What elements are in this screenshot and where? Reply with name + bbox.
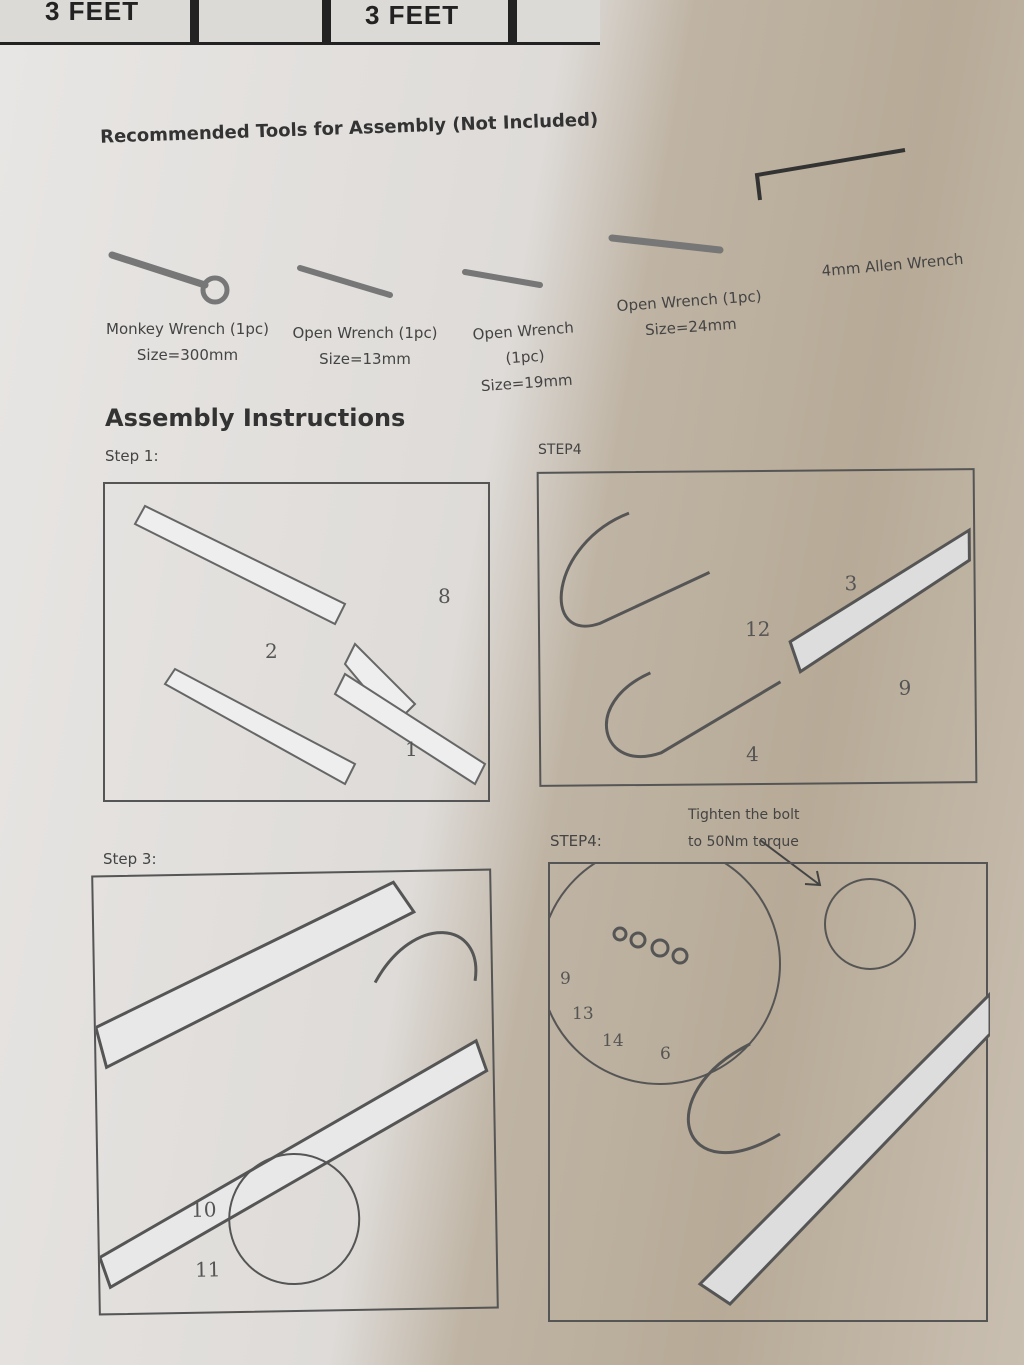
part-number: 6 bbox=[660, 1044, 671, 1064]
step-label: STEP4 bbox=[538, 442, 582, 458]
torque-note: Tighten the bolt to 50Nm torque bbox=[688, 802, 799, 856]
ruler-tick bbox=[190, 0, 199, 42]
ruler-tick bbox=[322, 0, 331, 42]
allen-wrench-icon bbox=[754, 148, 906, 201]
assembly-heading: Assembly Instructions bbox=[105, 404, 406, 432]
part-number: 2 bbox=[265, 639, 278, 663]
step1-diagram: 2 8 1 bbox=[103, 482, 490, 802]
note-line: to 50Nm torque bbox=[688, 834, 799, 850]
ruler-label: 3 FEET bbox=[365, 0, 460, 30]
note-line: Tighten the bolt bbox=[688, 807, 800, 823]
tool-name: Monkey Wrench (1pc) bbox=[106, 320, 269, 338]
part-number: 13 bbox=[572, 1004, 594, 1024]
step4-diagram: 3 12 9 4 bbox=[536, 468, 978, 787]
measurement-ruler: 3 FEET 3 FEET bbox=[0, 0, 600, 45]
step-label: Step 1: bbox=[105, 447, 159, 465]
part-number: 14 bbox=[602, 1031, 624, 1051]
open-wrench-icon bbox=[608, 234, 724, 254]
tool-size: Size=300mm bbox=[136, 346, 239, 364]
tool-item: Monkey Wrench (1pc) Size=300mm bbox=[100, 316, 275, 368]
open-wrench-icon bbox=[297, 265, 393, 298]
part-number: 9 bbox=[560, 969, 571, 989]
ruler-tick bbox=[508, 0, 517, 42]
step3-diagram: 10 11 bbox=[91, 868, 499, 1316]
open-wrench-icon bbox=[462, 269, 543, 288]
ruler-label: 3 FEET bbox=[45, 0, 140, 26]
tool-size: Size=13mm bbox=[319, 350, 411, 368]
part-number: 1 bbox=[405, 737, 418, 761]
step4-detail-diagram: 9 13 14 6 bbox=[548, 862, 990, 1322]
tool-item: Open Wrench (1pc) Size=13mm bbox=[290, 320, 440, 372]
tool-name: Open Wrench (1pc) bbox=[292, 324, 438, 342]
part-number: 8 bbox=[438, 584, 451, 608]
step-label: STEP4: bbox=[550, 832, 602, 850]
monkey-wrench-icon bbox=[108, 251, 209, 289]
step-label: Step 3: bbox=[103, 850, 157, 868]
